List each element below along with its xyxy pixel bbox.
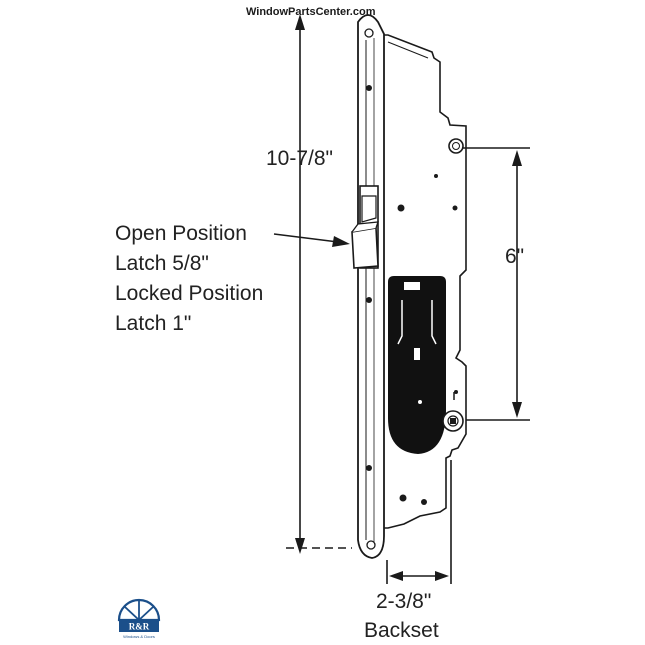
callout-latch-open: Latch 5/8" (115, 252, 209, 275)
rr-logo: R&R (117, 598, 161, 632)
latch-upper-block (361, 195, 377, 223)
watermark: WindowPartsCenter.com (246, 6, 376, 18)
latch-leader-arrow (332, 236, 350, 247)
hub-spring-left (397, 300, 403, 345)
logo-arch-icon (117, 598, 161, 622)
hub-cutout (388, 276, 446, 454)
spacing-arrow-bottom (512, 402, 522, 418)
callout-locked-position: Locked Position (115, 282, 264, 305)
latch-bolt-bevel (351, 221, 379, 233)
logo-ray-2 (124, 606, 140, 621)
case-hole-top-inner (452, 142, 460, 150)
faceplate-screw-top (364, 28, 374, 38)
callout-open-position: Open Position (115, 222, 247, 245)
case-rivet-4 (399, 494, 407, 502)
case-rivet-1 (397, 204, 405, 212)
spindle-square (450, 418, 456, 424)
logo-ray-3 (138, 606, 154, 621)
logo-band (119, 620, 159, 632)
faceplate-screw-2 (366, 297, 372, 303)
hub-cutout-tab (404, 282, 420, 290)
overall-length-label: 10-7/8" (266, 147, 333, 170)
backset-value-label: 2-3/8" (376, 590, 432, 613)
faceplate (357, 14, 385, 559)
spacing-label: 6" (505, 245, 525, 268)
case-rivet-2 (452, 205, 458, 211)
lock-case-flange (387, 41, 429, 59)
case-rivet-5 (421, 499, 427, 505)
hub-spring-right (431, 300, 437, 345)
backset-label: Backset (364, 619, 439, 642)
latch-leader-line (273, 233, 339, 243)
case-rivet-3 (434, 174, 438, 178)
hub-pin (418, 400, 422, 404)
faceplate-screw-3 (366, 465, 372, 471)
backset-arrow-right (435, 571, 449, 581)
faceplate-screw-1 (366, 85, 372, 91)
logo-tagline: Windows & Doors (123, 634, 155, 639)
case-rivet-6 (454, 390, 458, 394)
latch-bolt (351, 227, 379, 269)
length-arrow-bottom (295, 538, 305, 554)
faceplate-screw-bottom (366, 540, 376, 550)
length-arrow-top (295, 14, 305, 30)
callout-latch-locked: Latch 1" (115, 312, 192, 335)
hub-key-slot (414, 348, 420, 360)
logo-monogram: R&R (129, 622, 150, 632)
backset-arrow-left (389, 571, 403, 581)
spacing-arrow-top (512, 150, 522, 166)
